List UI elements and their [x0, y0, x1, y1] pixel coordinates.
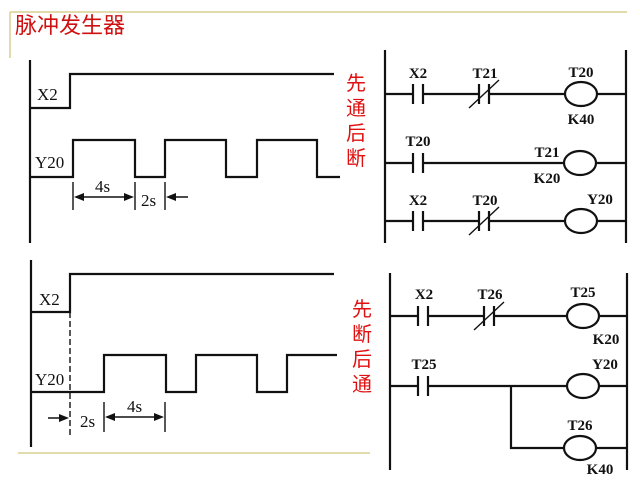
caption-char: 后 [346, 121, 366, 145]
y20-waveform [31, 353, 337, 394]
top-timing-diagram: X2 Y20 4s 2s 先 通 后 断 [28, 60, 366, 243]
nc-slash [473, 301, 505, 331]
coil-label: T20 [568, 65, 593, 81]
arrowhead [124, 193, 134, 201]
nc-contact-label: T26 [477, 287, 503, 303]
nc-contact-label: T20 [472, 193, 497, 209]
coil-label: T26 [567, 418, 593, 434]
contact-label: X2 [409, 193, 427, 209]
nc-slash [468, 206, 500, 236]
parallel-branch [509, 386, 564, 450]
x2-label: X2 [39, 290, 60, 309]
arrowhead [59, 414, 69, 422]
coil-label: T21 [534, 145, 559, 161]
coil-icon [562, 434, 598, 462]
dim-4s-label: 4s [127, 397, 142, 416]
coil-icon [565, 372, 601, 400]
ladder-rung: X2 T20 Y20 [385, 192, 626, 236]
x2-label: X2 [37, 85, 58, 104]
caption-char: 先 [346, 71, 366, 95]
y20-label: Y20 [35, 153, 64, 172]
x2-waveform [30, 72, 334, 110]
bottom-timing-diagram: X2 Y20 2s 4s 先 断 后 通 [29, 260, 372, 447]
coil-icon [563, 80, 599, 108]
coil-icon [563, 207, 599, 235]
timer-constant: K20 [534, 171, 561, 187]
caption-char: 通 [352, 372, 372, 396]
contact-label: X2 [415, 287, 433, 303]
timer-constant: K20 [593, 332, 620, 348]
ladder-rung: T25 Y20 T26 K40 [390, 357, 627, 478]
dim-2s-label: 2s [141, 191, 156, 210]
page-title: 脉冲发生器 [15, 14, 125, 39]
arrowhead [105, 413, 115, 421]
ladder-rung: X2 T26 T25 K20 [390, 285, 627, 348]
nc-contact-label: T21 [472, 66, 497, 82]
caption-char: 通 [346, 96, 366, 120]
y20-label: Y20 [35, 370, 64, 389]
ladder-rung: T20 T21 K20 [385, 134, 626, 187]
arrowhead [154, 413, 164, 421]
arrowhead [74, 193, 84, 201]
contact-label: T25 [411, 357, 436, 373]
x2-waveform [31, 272, 334, 314]
coil-label: Y20 [587, 192, 613, 208]
y20-waveform [30, 138, 340, 179]
caption-char: 后 [352, 347, 372, 371]
contact-label: T20 [405, 134, 430, 150]
top-ladder-diagram: X2 T21 T20 K40 T20 T21 K20 X2 T20 Y20 [383, 50, 628, 243]
contact-label: X2 [409, 66, 427, 82]
timer-constant: K40 [587, 462, 614, 478]
caption-char: 断 [346, 146, 366, 170]
coil-label: T25 [570, 285, 595, 301]
arrowhead [166, 193, 176, 201]
caption-char: 断 [352, 322, 372, 346]
ladder-rung: X2 T21 T20 K40 [385, 65, 626, 128]
timer-constant: K40 [568, 112, 595, 128]
coil-icon [565, 302, 601, 330]
dim-4s-label: 4s [95, 177, 110, 196]
bottom-ladder-diagram: X2 T26 T25 K20 T25 Y20 T26 K40 [388, 273, 629, 478]
coil-label: Y20 [592, 357, 618, 373]
coil-icon [562, 149, 598, 177]
caption-char: 先 [352, 297, 372, 321]
dim-2s-label: 2s [80, 412, 95, 431]
nc-slash [468, 79, 500, 109]
